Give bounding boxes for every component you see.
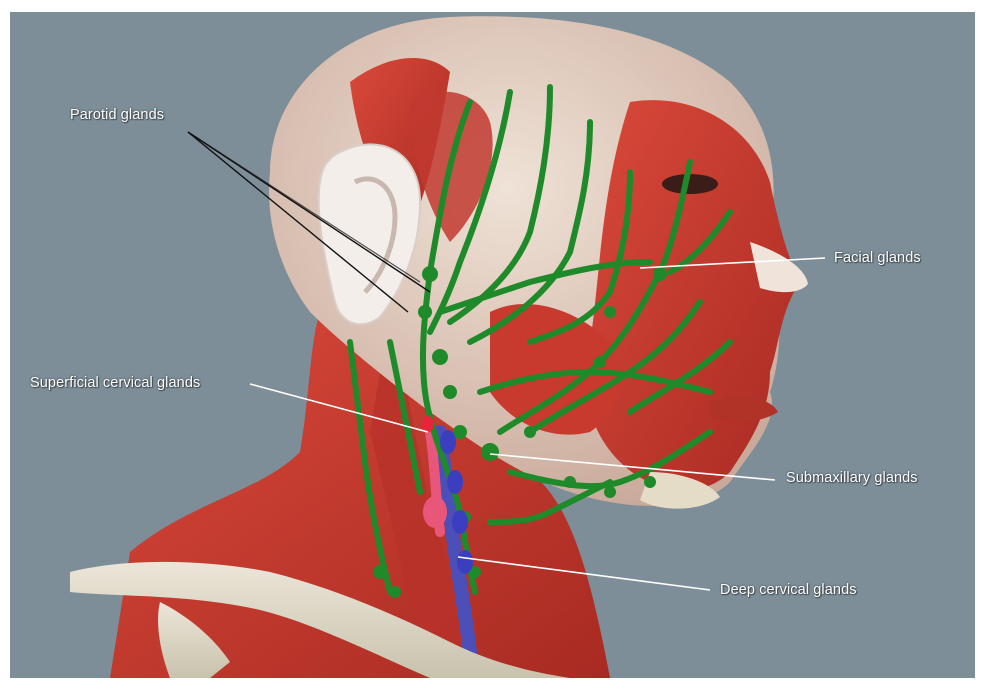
superficial-cervical-glands-label: Superficial cervical glands: [30, 375, 200, 391]
submaxillary-glands-label: Submaxillary glands: [786, 470, 918, 486]
facial-glands-label: Facial glands: [834, 250, 921, 266]
anatomy-figure: Parotid glands Facial glands Superficial…: [10, 12, 975, 678]
deep-cervical-glands-label: Deep cervical glands: [720, 582, 857, 598]
parotid-glands-label: Parotid glands: [70, 107, 164, 123]
eye: [662, 174, 718, 194]
